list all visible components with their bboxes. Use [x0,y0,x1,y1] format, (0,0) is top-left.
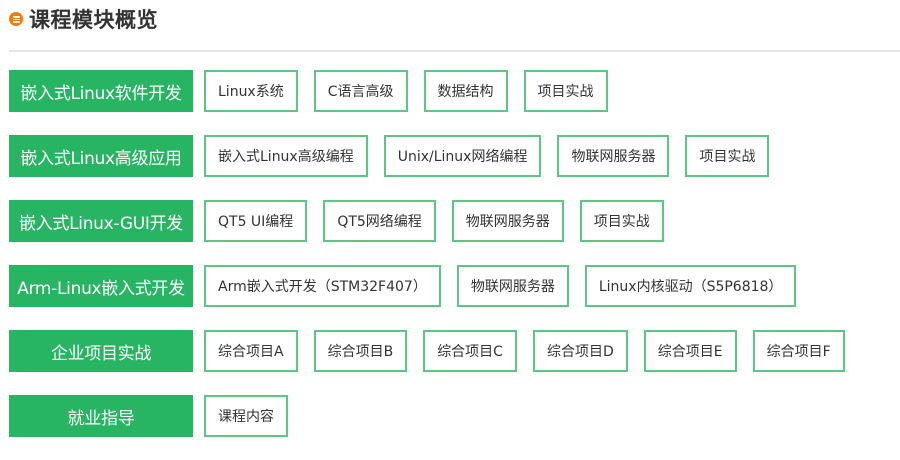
course-tag[interactable]: 嵌入式Linux高级编程 [204,135,368,177]
course-tag[interactable]: QT5网络编程 [323,200,436,242]
course-tag[interactable]: 项目实战 [579,200,664,242]
course-tag[interactable]: 项目实战 [685,135,770,177]
course-tag[interactable]: 综合项目D [532,330,628,372]
category-label: 就业指导 [9,395,193,437]
tag-list: 课程内容 [204,395,304,437]
page-title: 课程模块概览 [29,8,158,32]
tag-list: 综合项目A 综合项目B 综合项目C 综合项目D 综合项目E 综合项目F [204,330,861,372]
course-tag[interactable]: C语言高级 [313,70,408,112]
course-tag[interactable]: QT5 UI编程 [204,200,308,242]
category-label: 嵌入式Linux软件开发 [9,70,193,112]
course-tag[interactable]: 数据结构 [423,70,508,112]
course-tag[interactable]: Unix/Linux网络编程 [383,135,542,177]
module-row: 嵌入式Linux软件开发 Linux系统 C语言高级 数据结构 项目实战 [9,70,900,112]
category-label: 嵌入式Linux-GUI开发 [9,200,193,242]
course-tag[interactable]: 综合项目A [204,330,298,372]
tag-list: Arm嵌入式开发（STM32F407） 物联网服务器 Linux内核驱动（S5P… [204,265,812,307]
category-label: 嵌入式Linux高级应用 [9,135,193,177]
module-list: 嵌入式Linux软件开发 Linux系统 C语言高级 数据结构 项目实战 嵌入式… [9,70,900,460]
course-tag[interactable]: 物联网服务器 [456,265,569,307]
category-label: 企业项目实战 [9,330,193,372]
section-header: 课程模块概览 [9,4,158,34]
course-tag[interactable]: 综合项目B [313,330,408,372]
course-tag[interactable]: 物联网服务器 [557,135,670,177]
module-row: Arm-Linux嵌入式开发 Arm嵌入式开发（STM32F407） 物联网服务… [9,265,900,307]
course-tag[interactable]: Linux内核驱动（S5P6818） [584,265,797,307]
course-tag[interactable]: Linux系统 [204,70,298,112]
course-tag[interactable]: 项目实战 [523,70,608,112]
menu-circle-icon [9,12,23,26]
category-label: Arm-Linux嵌入式开发 [9,265,193,307]
module-row: 嵌入式Linux高级应用 嵌入式Linux高级编程 Unix/Linux网络编程… [9,135,900,177]
tag-list: Linux系统 C语言高级 数据结构 项目实战 [204,70,624,112]
module-row: 企业项目实战 综合项目A 综合项目B 综合项目C 综合项目D 综合项目E 综合项… [9,330,900,372]
module-row: 就业指导 课程内容 [9,395,900,437]
divider [9,50,900,52]
course-tag[interactable]: 综合项目C [423,330,517,372]
course-tag[interactable]: Arm嵌入式开发（STM32F407） [204,265,441,307]
module-row: 嵌入式Linux-GUI开发 QT5 UI编程 QT5网络编程 物联网服务器 项… [9,200,900,242]
course-tag[interactable]: 综合项目E [643,330,737,372]
course-tag[interactable]: 综合项目F [752,330,845,372]
tag-list: 嵌入式Linux高级编程 Unix/Linux网络编程 物联网服务器 项目实战 [204,135,785,177]
course-tag[interactable]: 课程内容 [204,395,288,437]
tag-list: QT5 UI编程 QT5网络编程 物联网服务器 项目实战 [204,200,680,242]
course-tag[interactable]: 物联网服务器 [451,200,564,242]
